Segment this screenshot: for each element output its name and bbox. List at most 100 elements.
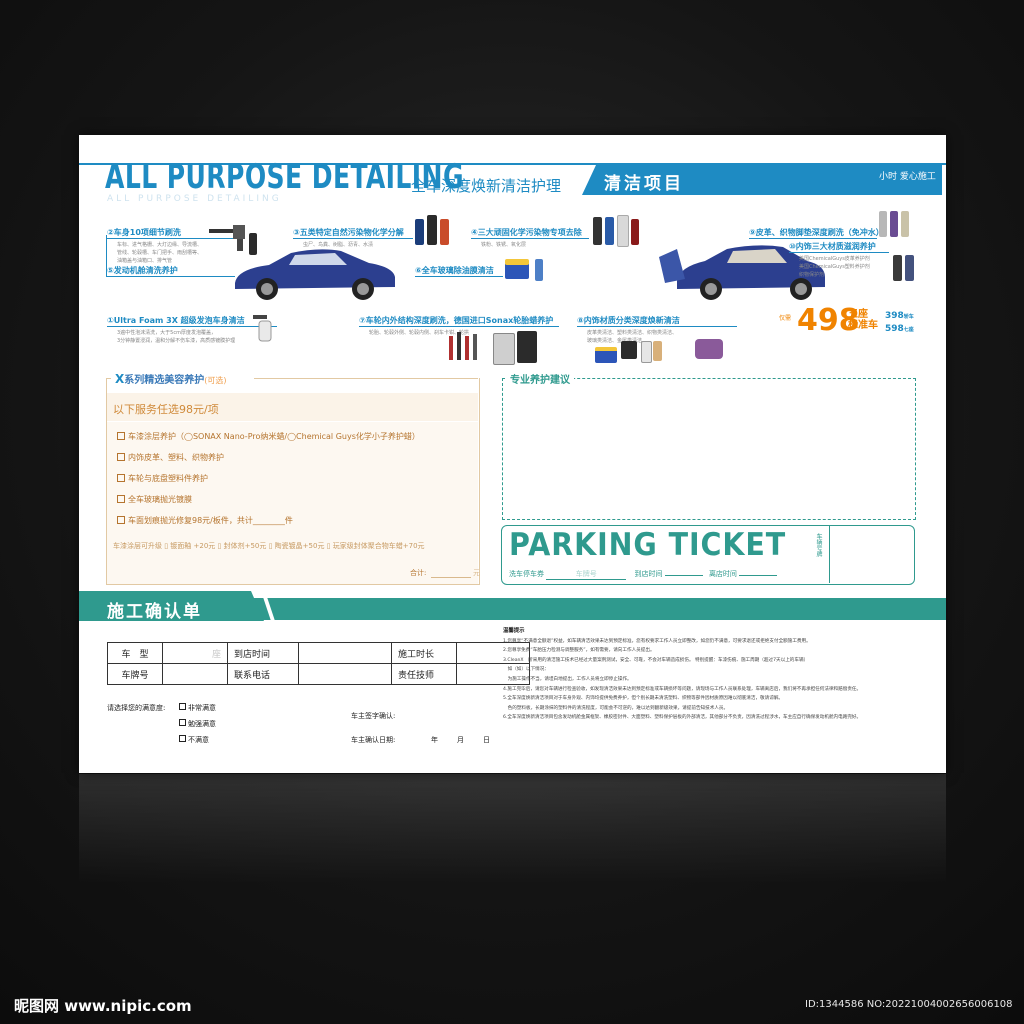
date-year: 年 [431,736,438,744]
product-bottle-icon [440,219,449,245]
total-unit: 元 [473,569,480,577]
x-series-title: X系列精选美容养护(可选) [111,371,231,386]
checkbox[interactable] [117,453,125,461]
section-tab-label: 清洁项目 [604,174,684,194]
item-7-desc: 轮胎、轮毂外侧、轮毂内侧、刹车卡钳、轮拱 [369,330,470,336]
header-line [79,163,946,165]
table-row: 车 型 座 到店时间 施工时长 [107,642,530,664]
sign-label: 车主签字确认: [351,712,396,720]
item-10-desc: 美国ChemicalGuys皮革养护剂 美国ChemicalGuys塑料养护剂 … [799,256,870,278]
parking-ticket [501,525,915,585]
underline [107,276,235,277]
product-bottle-icon [901,211,909,237]
watermark-right: ID:1344586 NO:20221004002656006108 [805,999,1013,1010]
option-barely-satisfied[interactable]: 勉强满意 [179,719,216,729]
advice-title: 专业养护建议 [506,371,574,386]
main-subtitle: 全车深度焕新清洁护理 [411,177,562,195]
satisfaction-label: 请选择您的满意度: [107,704,166,712]
underline [107,238,235,239]
ticket-fields: 洗车停车券 车牌号 到店时间 离店时间 [509,569,778,580]
confirm-title: 施工确认单 [107,602,202,622]
underline [749,238,877,239]
foam-gun-icon [209,225,257,255]
ticket-title: PARKING TICKET [509,527,787,563]
date-label: 车主确认日期: [351,736,396,744]
detailing-form-sheet: ALL PURPOSE DETAILING 全车深度焕新清洁护理 ALL PUR… [79,135,946,773]
option-not-satisfied[interactable]: 不满意 [179,735,209,745]
product-bottle-icon [905,255,914,281]
checkbox[interactable] [117,474,125,482]
price-main: 498 [797,303,860,338]
underline [359,326,559,327]
product-bottle-icon [893,255,902,281]
item-9: ⑨皮革、织物脚垫深度刷洗（免冲水） [749,228,884,237]
x-series-body [107,422,478,584]
x-option-scratch[interactable]: 车面划痕抛光修复98元/板件，共计________件 [117,515,293,526]
product-bottle-icon [879,211,887,237]
item-2-desc: 车标、进气格栅、大灯边缘、导流槽、管线、轮毂槽、车门把手、雨刮槽等、油箱盖与油箱… [117,242,203,264]
total-input-line[interactable] [431,577,471,578]
panel-border [254,378,478,379]
section-tab-bg [582,165,942,195]
product-bottle-icon [535,259,543,281]
x-option-glass[interactable]: 全车玻璃抛光镀膜 [117,494,192,505]
sedan-car-image [235,249,395,300]
ticket-divider [829,525,830,583]
item-10: ⑩内饰三大材质滋润养护 [789,242,876,251]
departure-field[interactable] [739,575,778,576]
underline [293,238,413,239]
sponge-icon [595,347,617,363]
confirm-table: 车 型 座 到店时间 施工时长 车牌号 联系电话 责任技师 [107,642,530,685]
notes-block: 温馨提示 1.您尊享“不满意全额退”权益，如车辆清洁效果未达到预定标准，您有权要… [503,628,862,721]
underline [107,326,277,327]
item-6: ⑥全车玻璃除油膜清洁 [415,266,494,275]
checkbox[interactable] [117,432,125,440]
sponge-icon [505,259,529,265]
panel-border [106,378,112,379]
x-option-coating[interactable]: 车漆涂层养护（◯SONAX Nano-Pro纳米蜡/◯Chemical Guys… [117,431,420,442]
section-tab [79,591,264,621]
product-bottle-icon [653,341,662,361]
table-row: 车牌号 联系电话 责任技师 [107,663,530,685]
plate-field[interactable]: 车牌号 [546,569,627,580]
vacuum-icon [695,339,723,359]
sponge-icon [505,263,529,279]
product-bottle-icon [617,215,629,247]
item-3-desc: 虫尸、鸟粪、树脂、沥青、水渍 [303,242,374,248]
x-series-band-text: 以下服务任选98元/项 [113,403,219,416]
item-5: ⑤发动机舱清洗养护 [107,266,178,275]
ghost-title: ALL PURPOSE DETAILING [107,194,282,204]
advice-box[interactable] [502,378,916,520]
product-bottle-icon [427,215,437,245]
item-7: ⑦车轮内外结构深度刷洗，德国进口Sonax轮胎蜡养护 [359,316,554,325]
checkbox[interactable] [117,516,125,524]
product-bottle-icon [890,211,898,237]
connector [106,235,107,277]
brand-logo: 小时 爱心施工 [879,172,936,182]
arrival-field[interactable] [664,575,703,576]
item-3: ③五类特定自然污染物化学分解 [293,228,404,237]
drill-icon [621,341,637,359]
x-upgrade-line: 车漆涂层可升级 ▯ 镀面釉 +20元 ▯ 封体剂+50元 ▯ 陶瓷镀晶+50元 … [113,542,425,550]
total-label: 合计: [410,569,427,577]
underline [789,252,889,253]
product-bottle-icon [631,219,639,245]
x-option-wheels[interactable]: 车轮与底盘塑料件养护 [117,473,208,484]
item-1-desc: 3遍中性泡沫清洗，大于5cm厚度发泡覆盖，3分钟静置浸润，温和分解不伤车漆，高质… [117,330,236,344]
item-8: ⑧内饰材质分类深度焕新清洁 [577,316,680,325]
sheet-reflection [79,774,946,884]
item-1: ①Ultra Foam 3X 超级发泡车身清洁 [107,316,245,325]
item-4-desc: 铁粉、铁锈、氧化层 [481,242,527,248]
product-bottle-icon [415,219,424,245]
item-8-desc: 皮革类清洁、塑料类清洁、织物类清洁、玻璃类清洁、金属类清洁 [587,330,678,344]
checkbox[interactable] [117,495,125,503]
x-series-band [107,393,478,421]
item-2: ②车身10项细节刷洗 [107,228,181,237]
product-bottle-icon [641,341,652,363]
product-bottle-icon [605,217,614,245]
main-title: ALL PURPOSE DETAILING [105,157,464,197]
option-very-satisfied[interactable]: 非常满意 [179,703,216,713]
x-option-interior[interactable]: 内饰皮革、塑料、织物养护 [117,452,224,463]
item-4: ④三大顽固化学污染物专项去除 [471,228,582,237]
product-bottle-icon [593,217,602,245]
